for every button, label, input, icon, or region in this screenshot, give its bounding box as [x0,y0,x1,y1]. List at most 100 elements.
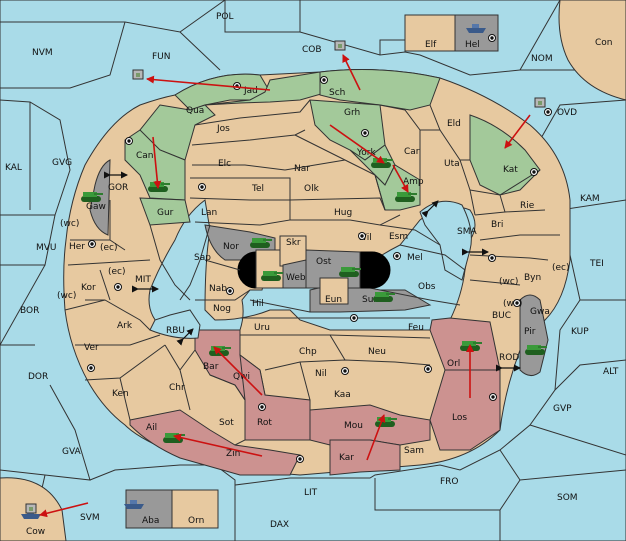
move-arrow [392,164,409,193]
region-SOM: SOM [557,493,578,503]
region-Pir: Pir [524,327,536,337]
supply-center-marker [320,76,328,84]
fleet-unit [132,69,144,80]
army-unit [261,271,283,281]
supply-center-marker [424,365,432,373]
region-Qwi: Qwi [233,372,250,382]
region-ROD: ROD [499,353,519,363]
region-FUN: FUN [152,52,171,62]
region-Uru: Uru [254,323,270,333]
region-SVM: SVM [80,513,100,523]
region-Eld: Eld [447,119,461,129]
move-arrow [329,124,385,164]
region-Rot: Rot [257,418,272,428]
coast-tag: (wc) [503,299,522,309]
region-Kaa: Kaa [334,390,351,400]
region-Jad: Jad [243,86,258,96]
move-arrow [213,346,263,396]
region-Feu: Feu [408,323,424,333]
region-Elf: Elf [425,40,437,50]
fleet-unit [534,97,546,108]
region-GOR: GOR [108,183,128,193]
region-Sam: Sam [404,446,424,456]
region-Orn: Orn [188,516,204,526]
continent [63,69,571,476]
region-Ken: Ken [112,389,129,399]
region-Chr: Chr [169,383,185,393]
adjacency-arrow [421,200,439,218]
region-Esm: Esm [389,232,408,242]
supply-center-marker [544,108,552,116]
region-GVG: GVG [52,158,72,168]
region-Hug: Hug [334,208,352,218]
region-Her: Her [69,242,85,252]
region-Gwa: Gwa [530,307,550,317]
region-Nab: Nab [209,284,227,294]
region-Kat: Kat [503,165,518,175]
region-SMA: SMA [457,227,477,237]
move-arrow [504,114,531,149]
region-Gur: Gur [157,208,174,218]
supply-center-marker [114,283,122,291]
region-MIT: MIT [135,275,151,285]
move-arrow [152,136,162,189]
move-arrow [146,75,271,91]
supply-center-marker [233,82,241,90]
army-unit [460,341,482,351]
supply-center-marker [296,455,304,463]
region-DOR: DOR [28,372,48,382]
region-Amp: Amp [403,177,424,187]
region-Ark: Ark [117,321,133,331]
army-unit [373,292,395,302]
coast-tag: (wc) [499,277,518,287]
region-ALT: ALT [603,367,619,377]
region-RBU: RBU [166,326,185,336]
region-Orl: Orl [447,359,460,369]
region-Zin: Zin [226,449,240,459]
coast-tag: (ec) [552,263,570,273]
supply-center-marker [341,367,349,375]
supply-center-marker [488,254,496,262]
region-Can: Can [136,151,154,161]
supply-center-marker [258,403,266,411]
army-unit [81,192,103,202]
region-Hil: Hil [252,299,264,309]
region-York: York [356,148,377,158]
supply-center-marker [488,34,496,42]
region-POL: POL [216,12,234,22]
region-Mel: Mel [407,253,423,263]
region-BUC: BUC [492,311,511,321]
region-BOR: BOR [20,306,39,316]
army-unit [395,192,417,202]
region-labels: POL NVM FUN COB NOM Con Elf Hel OVD KAL … [5,12,619,537]
region-Web: Web [286,273,306,283]
army-unit [209,346,231,356]
region-DAX: DAX [270,520,289,530]
region-Sun: Sun [362,295,379,305]
move-arrow [173,433,263,457]
region-Qua: Qua [186,106,204,116]
region-Eun: Eun [325,295,342,305]
region-Obs: Obs [418,282,436,292]
region-Car: Car [404,147,420,157]
region-TEI: TEI [589,259,604,269]
fleet-unit [25,503,37,514]
coast-tag: (ec) [108,267,126,277]
region-Sch: Sch [329,88,345,98]
region-Jos: Jos [216,124,230,134]
region-Byn: Byn [524,273,541,283]
region-FRO: FRO [440,477,459,487]
supply-center-marker [87,364,95,372]
region-Los: Los [452,413,467,423]
supply-center-marker [198,183,206,191]
region-Aba: Aba [142,516,159,526]
coast-tags: (wc) (ec) (ec) (wc) (wc) (ec) (wc) [57,219,570,309]
region-Neu: Neu [368,347,386,357]
region-OVD: OVD [557,108,577,118]
region-Con: Con [595,38,613,48]
move-arrow [342,54,361,91]
region-Mou: Mou [344,421,363,431]
coast-tag: (ec) [100,243,118,253]
fleet-unit [334,40,346,51]
